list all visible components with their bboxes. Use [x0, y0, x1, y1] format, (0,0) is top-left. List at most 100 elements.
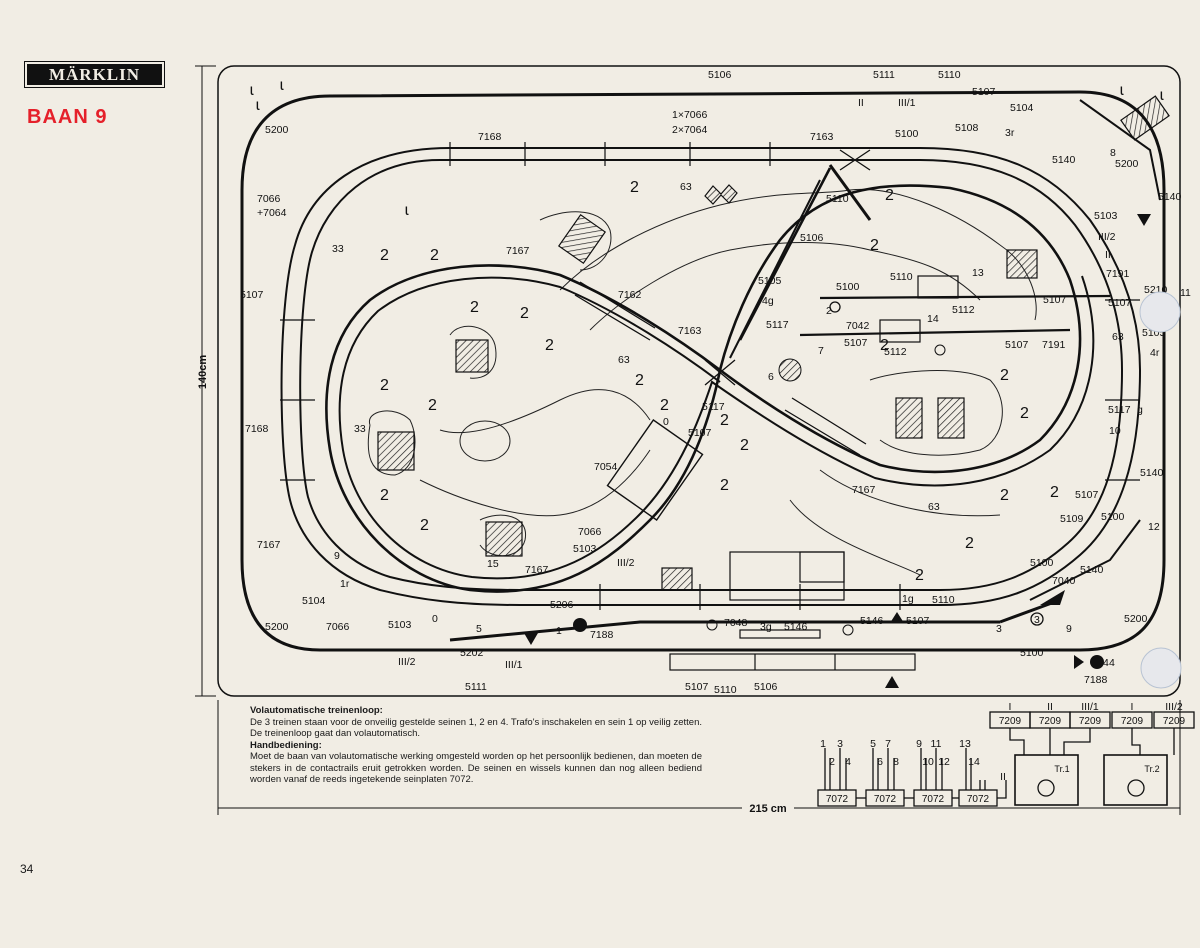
- svg-text:5: 5: [870, 738, 876, 750]
- svg-text:III/1: III/1: [898, 97, 916, 109]
- svg-text:7: 7: [818, 345, 824, 357]
- svg-text:7072: 7072: [826, 794, 849, 805]
- svg-text:2: 2: [1000, 487, 1009, 504]
- track-sleepers: [280, 142, 1140, 610]
- svg-text:5107: 5107: [685, 681, 709, 693]
- svg-text:15: 15: [487, 558, 499, 570]
- svg-text:5146: 5146: [860, 615, 884, 627]
- svg-text:2: 2: [740, 437, 749, 454]
- svg-text:7: 7: [885, 738, 891, 750]
- svg-text:7209: 7209: [1163, 716, 1186, 727]
- svg-text:ɩ: ɩ: [250, 82, 254, 99]
- svg-text:Tr.1: Tr.1: [1054, 764, 1069, 774]
- svg-text:33: 33: [332, 243, 344, 255]
- svg-text:7167: 7167: [525, 564, 549, 576]
- width-dimension: 215 cm: [749, 803, 787, 815]
- svg-text:3: 3: [996, 623, 1002, 635]
- manual-heading: Handbediening:: [250, 739, 322, 751]
- svg-text:4: 4: [1109, 657, 1115, 669]
- svg-text:5110: 5110: [932, 594, 955, 606]
- signal-2: [829, 301, 841, 313]
- svg-text:7163: 7163: [678, 325, 702, 337]
- hole-punch-top: [1139, 291, 1181, 333]
- svg-text:7167: 7167: [257, 539, 281, 551]
- svg-text:+7064: +7064: [257, 207, 287, 219]
- svg-text:5: 5: [476, 623, 482, 635]
- station-platform: [669, 653, 916, 671]
- svg-text:5103: 5103: [388, 619, 412, 631]
- svg-text:11: 11: [1180, 287, 1191, 299]
- svg-text:4r: 4r: [1150, 347, 1160, 359]
- svg-text:7163: 7163: [810, 131, 834, 143]
- svg-text:5112: 5112: [952, 304, 975, 316]
- signal-6: [778, 358, 802, 382]
- svg-text:5104: 5104: [302, 595, 326, 607]
- svg-text:2: 2: [829, 756, 835, 768]
- svg-text:5200: 5200: [1115, 158, 1139, 170]
- svg-text:5106: 5106: [800, 232, 824, 244]
- svg-text:1r: 1r: [340, 578, 350, 590]
- svg-text:2: 2: [1000, 367, 1009, 384]
- svg-text:5140: 5140: [1158, 191, 1182, 203]
- svg-text:7066: 7066: [578, 526, 602, 538]
- on-plan-relays: [739, 275, 959, 639]
- control-panel-labels: 1 3 2 4 5 7 6 8 9 11 10 12 13 14 II 7072…: [820, 701, 1185, 805]
- manual-text: Moet de baan van volautomatische werking…: [250, 751, 702, 785]
- svg-text:2: 2: [545, 337, 554, 354]
- svg-text:5140: 5140: [1080, 564, 1104, 576]
- svg-text:10: 10: [1109, 425, 1121, 437]
- svg-text:5200: 5200: [265, 124, 289, 136]
- svg-text:ɩ: ɩ: [1160, 87, 1164, 104]
- svg-text:5202: 5202: [460, 647, 484, 659]
- svg-text:5107: 5107: [1005, 339, 1029, 351]
- svg-text:33: 33: [354, 423, 366, 435]
- svg-text:63: 63: [928, 501, 940, 513]
- svg-text:63: 63: [618, 354, 630, 366]
- svg-text:6: 6: [768, 371, 774, 383]
- svg-text:2: 2: [420, 517, 429, 534]
- svg-text:2: 2: [380, 247, 389, 264]
- svg-text:2: 2: [885, 187, 894, 204]
- svg-text:ɩ: ɩ: [405, 202, 409, 219]
- svg-text:2: 2: [520, 305, 529, 322]
- svg-text:5107: 5107: [844, 337, 868, 349]
- svg-text:5111: 5111: [465, 681, 487, 693]
- svg-text:5105: 5105: [758, 275, 782, 287]
- svg-text:5140: 5140: [1052, 154, 1076, 166]
- svg-text:0: 0: [432, 613, 438, 625]
- svg-text:14: 14: [968, 756, 980, 768]
- svg-text:9: 9: [916, 738, 922, 750]
- svg-text:7188: 7188: [590, 629, 614, 641]
- svg-text:5109: 5109: [1060, 513, 1084, 525]
- svg-text:1: 1: [556, 625, 562, 637]
- svg-text:13: 13: [972, 267, 984, 279]
- svg-text:III/2: III/2: [1165, 701, 1183, 713]
- svg-text:Tr.2: Tr.2: [1144, 764, 1159, 774]
- tracks: [240, 90, 1166, 652]
- svg-text:7188: 7188: [1084, 674, 1108, 686]
- svg-text:7066: 7066: [257, 193, 281, 205]
- svg-text:2: 2: [880, 337, 889, 354]
- svg-text:II: II: [858, 97, 864, 109]
- svg-text:7209: 7209: [1039, 716, 1062, 727]
- svg-text:II: II: [1105, 249, 1111, 261]
- svg-text:7191: 7191: [1042, 339, 1066, 351]
- svg-text:5107: 5107: [906, 615, 930, 627]
- auto-heading: Volautomatische treinenloop:: [250, 705, 383, 716]
- houses: [377, 95, 1170, 601]
- svg-text:7072: 7072: [874, 794, 897, 805]
- svg-text:1×7066: 1×7066: [672, 109, 707, 121]
- svg-text:III/1: III/1: [505, 659, 523, 671]
- svg-text:2: 2: [1050, 484, 1059, 501]
- svg-text:II: II: [1000, 771, 1006, 783]
- svg-text:0: 0: [663, 416, 669, 428]
- hole-punch-bottom: [1140, 647, 1182, 689]
- svg-text:1g: 1g: [902, 593, 914, 605]
- svg-text:2: 2: [660, 397, 669, 414]
- svg-text:7042: 7042: [846, 320, 870, 332]
- svg-text:4g: 4g: [762, 295, 774, 307]
- svg-text:5111: 5111: [873, 69, 895, 81]
- bridges: [574, 149, 871, 456]
- svg-text:12: 12: [1148, 521, 1160, 533]
